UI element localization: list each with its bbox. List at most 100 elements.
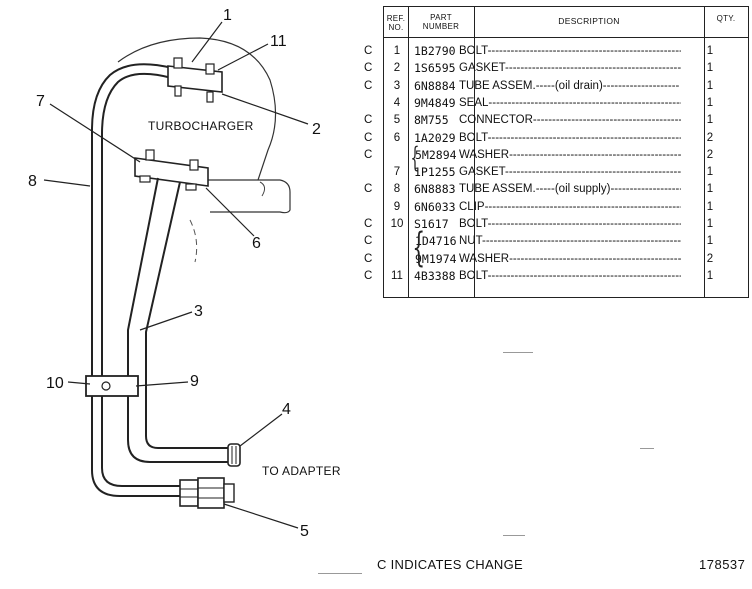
description-cell: SEAL------------------------------------… (459, 95, 681, 112)
description-note: (oil supply) (554, 183, 611, 196)
reference-number: 178537 (699, 557, 746, 572)
leader-dashes: ----------------------------------------… (505, 166, 681, 179)
callout-3: 3 (194, 303, 203, 320)
part-number-cell: S1617 (414, 217, 449, 231)
leader-dashes: ----------------------------------------… (488, 96, 681, 109)
turbocharger-label: TURBOCHARGER (148, 119, 254, 133)
qty-cell: 1 (706, 218, 714, 230)
change-indicator: C (364, 79, 373, 92)
qty-cell: 1 (706, 114, 714, 127)
header-qty: QTY. (716, 14, 736, 23)
part-number-cell: 6N8884 (414, 78, 456, 93)
change-indicator: C (364, 235, 373, 248)
qty-cell: 1 (706, 79, 714, 92)
description-text: BOLT (459, 45, 488, 57)
callout-8: 8 (28, 173, 37, 190)
qty-cell: 2 (706, 131, 714, 144)
leader-dashes: ----------------------------------------… (509, 148, 681, 161)
description-cell: BOLT------------------------------------… (459, 130, 681, 147)
description-text: GASKET (459, 62, 506, 75)
change-indicator: C (364, 252, 373, 265)
description-cell: BOLT------------------------------------… (459, 216, 681, 233)
change-indicator: C (364, 131, 373, 144)
description-text: TUBE ASSEM. (459, 183, 536, 196)
header-description: DESCRIPTION (558, 16, 620, 26)
part-number-cell: 1S6595 (414, 61, 456, 76)
leader-dashes: ----- (535, 79, 555, 92)
description-text: BOLT (459, 131, 488, 144)
ref-number-cell: 2 (393, 62, 401, 75)
leader-dashes: ----------------------------------------… (532, 114, 681, 127)
description-cell: NUT-------------------------------------… (459, 233, 681, 250)
leader-dashes: ----------------------------------------… (487, 269, 681, 282)
leader-dashes: ----------------------------------------… (487, 218, 681, 230)
description-text: CLIP (459, 200, 485, 213)
description-note: (oil drain) (554, 79, 603, 92)
description-cell: TUBE ASSEM.-----(oil supply)------------… (459, 181, 681, 198)
upper-flange (167, 57, 223, 103)
callout-2: 2 (312, 121, 321, 138)
part-number-cell: 9M4849 (414, 95, 456, 110)
part-number-cell: 5M2894 (415, 147, 457, 162)
qty-cell: 1 (706, 62, 714, 75)
seal (227, 443, 241, 467)
leader-dashes: ----------------------------------------… (482, 235, 681, 248)
description-cell: GASKET----------------------------------… (459, 164, 681, 181)
callout-6: 6 (252, 235, 261, 252)
header-ref-no: REF. NO. (384, 14, 408, 32)
part-number-cell: 1B2790 (414, 44, 456, 58)
description-text: BOLT (459, 218, 488, 230)
qty-cell: 1 (706, 96, 714, 109)
header-part-number: PART NUMBER (408, 13, 474, 31)
qty-cell: 1 (706, 269, 714, 282)
brace-group-10: { (412, 225, 426, 271)
header-ref-line2: NO. (388, 23, 404, 32)
part-number-cell: 1A2029 (414, 130, 456, 145)
description-cell: TUBE ASSEM.-----(oil drain)-------------… (459, 78, 681, 95)
housing-bracket (205, 179, 291, 214)
header-part-line2: NUMBER (422, 22, 460, 31)
callout-9: 9 (190, 373, 199, 390)
oil-drain-tube (127, 177, 230, 463)
callout-7: 7 (36, 93, 45, 110)
parts-diagram: 1 11 2 7 8 6 3 10 9 4 5 TURBOCHARGER TO … (28, 7, 341, 540)
part-number-cell: 8M755 (414, 113, 449, 128)
ref-number-cell: 3 (393, 79, 401, 92)
callout-11: 11 (270, 33, 287, 50)
change-legend: C INDICATES CHANGE (377, 557, 524, 572)
qty-cell: 1 (706, 45, 714, 57)
description-text: CONNECTOR (459, 114, 533, 127)
ref-number-cell: 10 (390, 218, 404, 230)
leader-dashes: ----------------------------------------… (487, 45, 681, 57)
ref-number-cell: 7 (393, 166, 401, 179)
description-cell: CONNECTOR-------------------------------… (459, 112, 681, 129)
header-ref-line1: REF. (386, 14, 406, 23)
description-cell: WASHER----------------------------------… (459, 251, 681, 268)
qty-cell: 2 (706, 148, 714, 161)
change-indicator: C (364, 183, 373, 196)
ref-number-cell: 9 (393, 200, 401, 213)
leader-lines (43, 21, 309, 529)
change-indicator: C (364, 45, 373, 57)
qty-cell: 1 (706, 235, 714, 248)
description-text: BOLT (459, 269, 488, 282)
brace-group-6: { (410, 141, 420, 174)
ref-number-cell: 5 (393, 114, 401, 127)
part-number-cell: 6N8883 (414, 182, 456, 197)
ref-number-cell: 6 (393, 131, 401, 144)
qty-cell: 1 (706, 200, 714, 213)
description-cell: CLIP------------------------------------… (459, 199, 681, 216)
change-indicator: C (364, 269, 373, 282)
part-number-cell: 1P1255 (414, 165, 456, 180)
turbocharger-outline (117, 37, 277, 181)
qty-cell: 1 (706, 183, 714, 196)
qty-cell: 2 (706, 252, 714, 265)
